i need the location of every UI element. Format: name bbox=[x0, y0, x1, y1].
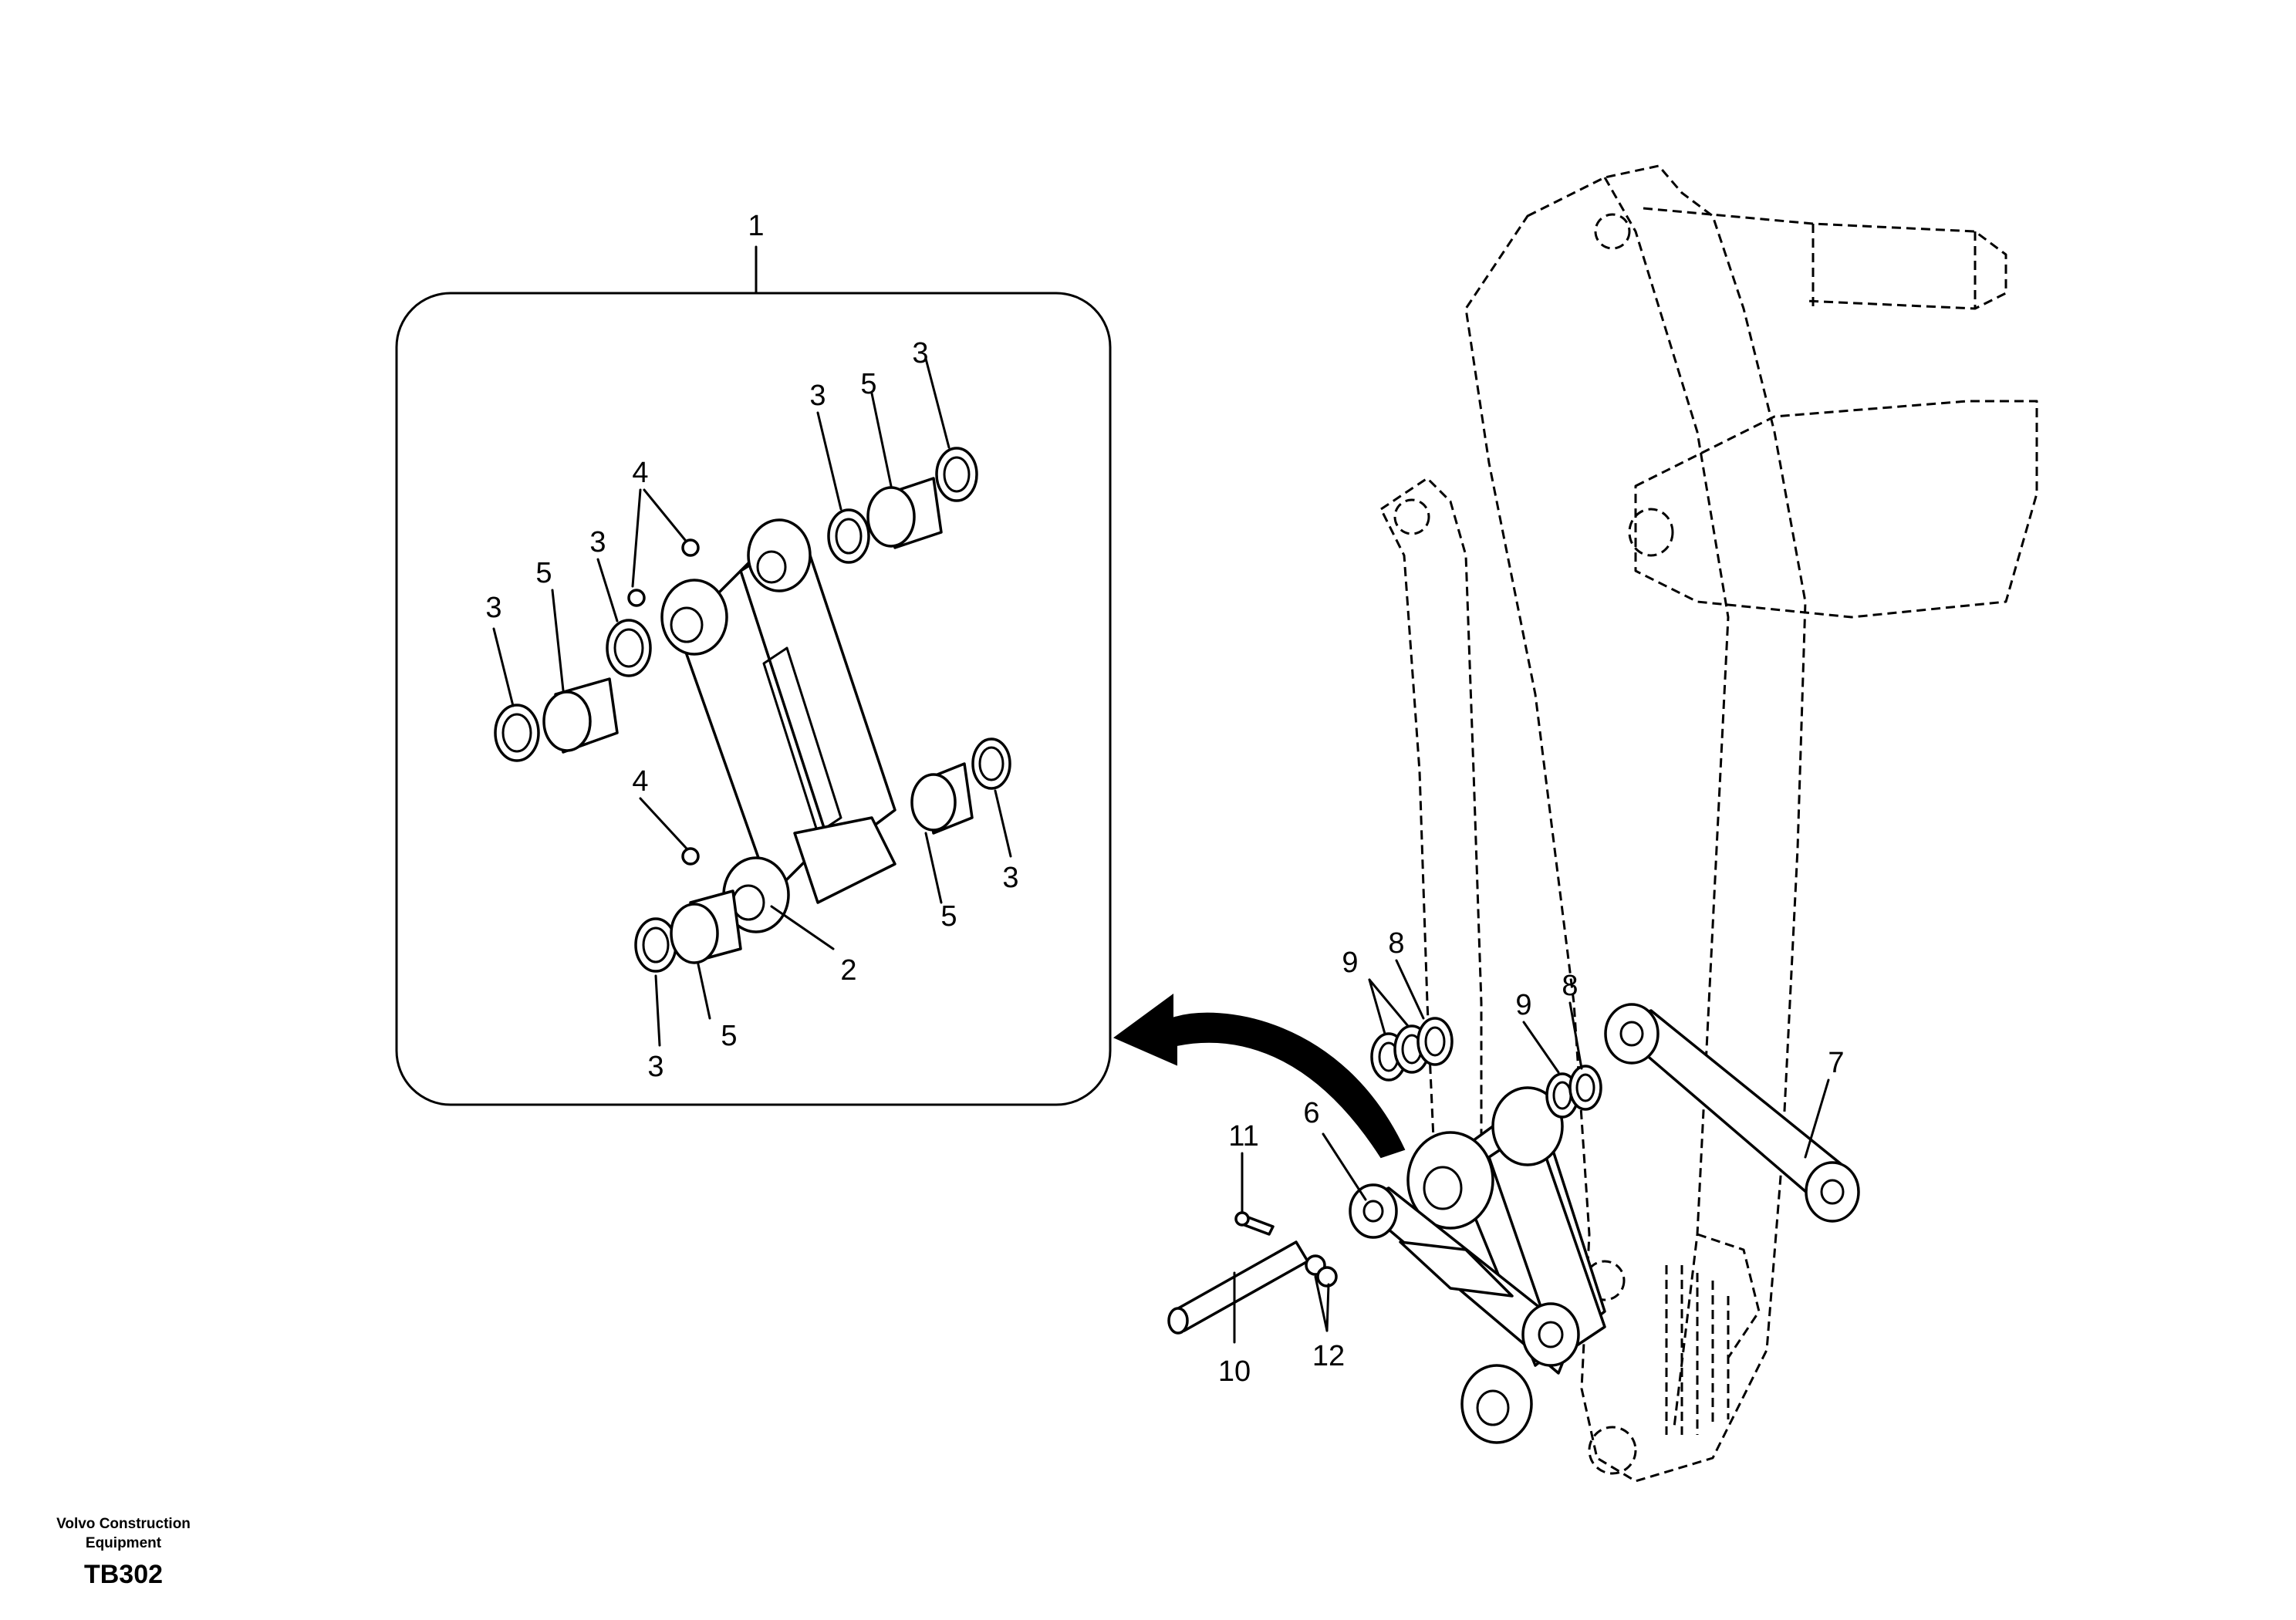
callout-5: 5 bbox=[860, 368, 876, 400]
brand-line-2: Equipment bbox=[85, 1535, 162, 1551]
callout-8: 8 bbox=[1388, 927, 1404, 960]
callout-5: 5 bbox=[940, 900, 957, 933]
link-part-2-detail bbox=[660, 518, 896, 933]
leader-lines bbox=[492, 357, 1830, 1344]
shims-8-9 bbox=[1370, 1017, 1602, 1119]
callout-5: 5 bbox=[535, 557, 552, 589]
link-assembly bbox=[1349, 1086, 1606, 1444]
callout-2: 2 bbox=[840, 954, 856, 987]
callout-labels: 1 2 3 3 3 3 3 3 4 4 5 5 5 5 6 7 8 8 9 9 … bbox=[485, 210, 1844, 1388]
callout-4: 4 bbox=[632, 457, 648, 489]
callout-4: 4 bbox=[632, 765, 648, 798]
excavator-arm-outline bbox=[1379, 164, 2038, 1483]
callout-12: 12 bbox=[1312, 1340, 1345, 1372]
callout-9: 9 bbox=[1342, 947, 1358, 979]
callout-3: 3 bbox=[809, 380, 826, 412]
callout-11: 11 bbox=[1228, 1120, 1258, 1153]
drawing-code: TB302 bbox=[83, 1560, 164, 1589]
callout-3: 3 bbox=[647, 1051, 663, 1083]
callout-3: 3 bbox=[485, 592, 501, 624]
pin-bolt-nuts bbox=[1167, 1211, 1338, 1335]
callout-10: 10 bbox=[1218, 1355, 1251, 1388]
detail-frame bbox=[395, 292, 1112, 1106]
link-7 bbox=[1604, 1003, 1860, 1223]
callout-3: 3 bbox=[589, 526, 606, 559]
brand-line-1: Volvo Construction bbox=[56, 1516, 191, 1532]
detail-arrow bbox=[1113, 994, 1406, 1159]
callout-3: 3 bbox=[1002, 862, 1018, 894]
callout-7: 7 bbox=[1828, 1047, 1844, 1079]
callout-1: 1 bbox=[748, 210, 764, 242]
callout-8: 8 bbox=[1562, 970, 1578, 1002]
callout-5: 5 bbox=[721, 1020, 737, 1052]
callout-3: 3 bbox=[912, 337, 928, 370]
bushing-set-detail bbox=[494, 447, 1011, 973]
callout-6: 6 bbox=[1303, 1097, 1319, 1129]
callout-9: 9 bbox=[1515, 989, 1531, 1021]
